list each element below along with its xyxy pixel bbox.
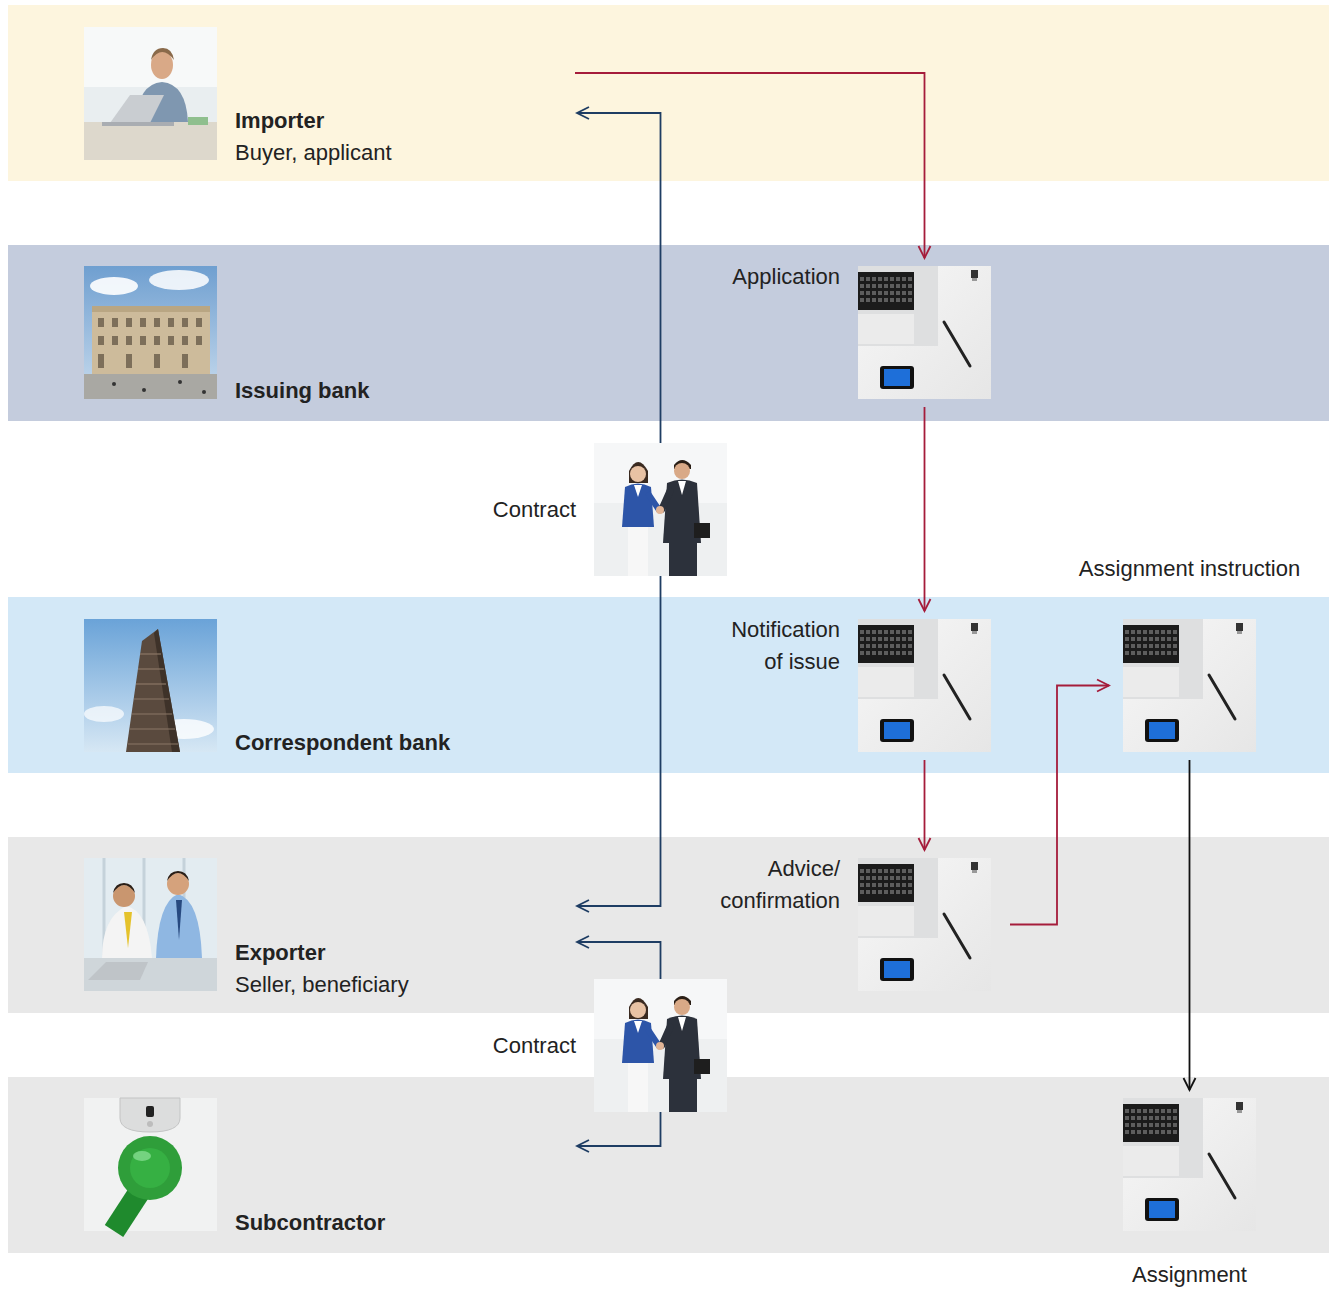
document-icon: Advice/ confirmation [858,858,991,991]
document-picture [858,858,991,991]
lane-title: Importer [235,105,392,137]
lane-title: Subcontractor [235,1207,385,1239]
lane-text: ExporterSeller, beneficiary [235,937,409,1001]
document-picture [1123,619,1256,752]
issuing-lane [8,245,1329,421]
handshake-picture [594,979,727,1112]
document-icon: Notification of issue [858,619,991,752]
contract-label: Contract [493,1030,576,1062]
lane-band: Correspondent bank Notification of issue A… [8,597,1329,773]
lane-title: Correspondent bank [235,727,450,759]
lane-text: Subcontractor [235,1207,385,1239]
document-label: Notification of issue [712,614,840,678]
flow-arrow [924,760,926,850]
plug-photo [84,1098,217,1231]
flow-arrow [575,73,925,258]
bank-building-photo [84,266,217,399]
flow-arrow [577,1112,661,1146]
flow-arrow [577,113,661,443]
lane-subtitle: Buyer, applicant [235,137,392,169]
flow-arrow [1189,760,1191,1090]
flow-arrow [924,407,926,611]
document-picture [1123,1098,1256,1231]
importer-lane [8,5,1329,181]
document-icon: Application [858,266,991,399]
document-picture [858,266,991,399]
lane-band: Issuing bank Application [8,245,1329,421]
lane-band: ExporterSeller, beneficiary Advice/ confi… [8,837,1329,1013]
flow-arrow [1010,686,1109,925]
contract-icon: Contract [594,443,727,576]
tower-photo [84,619,217,752]
contract-icon: Contract [594,979,727,1112]
lane-title: Exporter [235,937,409,969]
contract-label: Contract [493,494,576,526]
document-label: Assignment [1132,1259,1247,1291]
importer-photo [84,27,217,160]
lane-title: Issuing bank [235,375,369,407]
lane-band: ImporterBuyer, applicant [8,5,1329,181]
document-label: Advice/ confirmation [712,853,840,917]
lane-band: Subcontractor Assignment [8,1077,1329,1253]
lane-text: ImporterBuyer, applicant [235,105,392,169]
handshake-picture [594,443,727,576]
document-label: Assignment instruction [1079,553,1300,585]
lane-subtitle: Seller, beneficiary [235,969,409,1001]
document-icon: Assignment [1123,1098,1256,1231]
flow-arrow [577,942,661,979]
flow-arrow [577,576,661,906]
lane-text: Correspondent bank [235,727,450,759]
document-label: Application [712,261,840,293]
exporter-photo [84,858,217,991]
document-icon: Assignment instruction [1123,619,1256,752]
document-picture [858,619,991,752]
lane-text: Issuing bank [235,375,369,407]
correspondent-lane [8,597,1329,773]
